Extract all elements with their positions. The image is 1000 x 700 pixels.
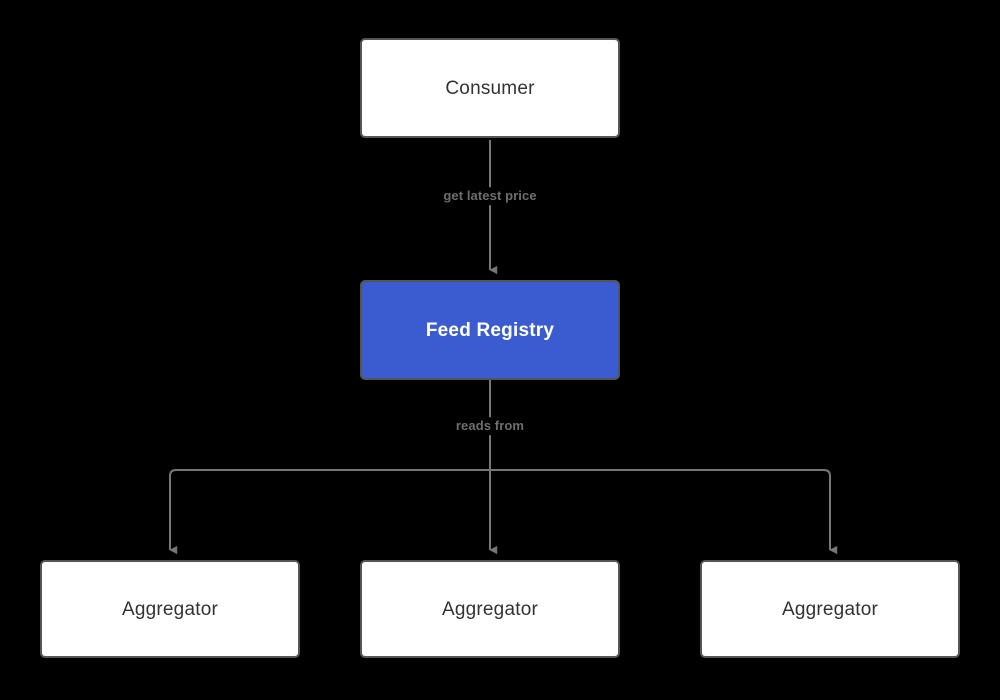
node-aggregator-3[interactable]: Aggregator [700,560,960,658]
node-aggregator-1[interactable]: Aggregator [40,560,300,658]
edge-branch-aggregator3 [490,469,838,555]
node-aggregator-2-label: Aggregator [441,598,538,620]
node-consumer-label: Consumer [445,77,535,99]
node-aggregator-3-label: Aggregator [781,598,878,620]
edge-registry-to-aggregators [169,380,838,555]
node-aggregator-2[interactable]: Aggregator [360,560,620,658]
edge-label-get-latest-price: get latest price [437,187,543,205]
node-feed-registry-label: Feed Registry [425,319,555,341]
edge-label-reads-from: reads from [449,417,531,435]
node-feed-registry[interactable]: Feed Registry [360,280,620,380]
node-aggregator-1-label: Aggregator [121,598,218,620]
edge-branch-aggregator1 [169,469,490,555]
node-consumer[interactable]: Consumer [360,38,620,138]
